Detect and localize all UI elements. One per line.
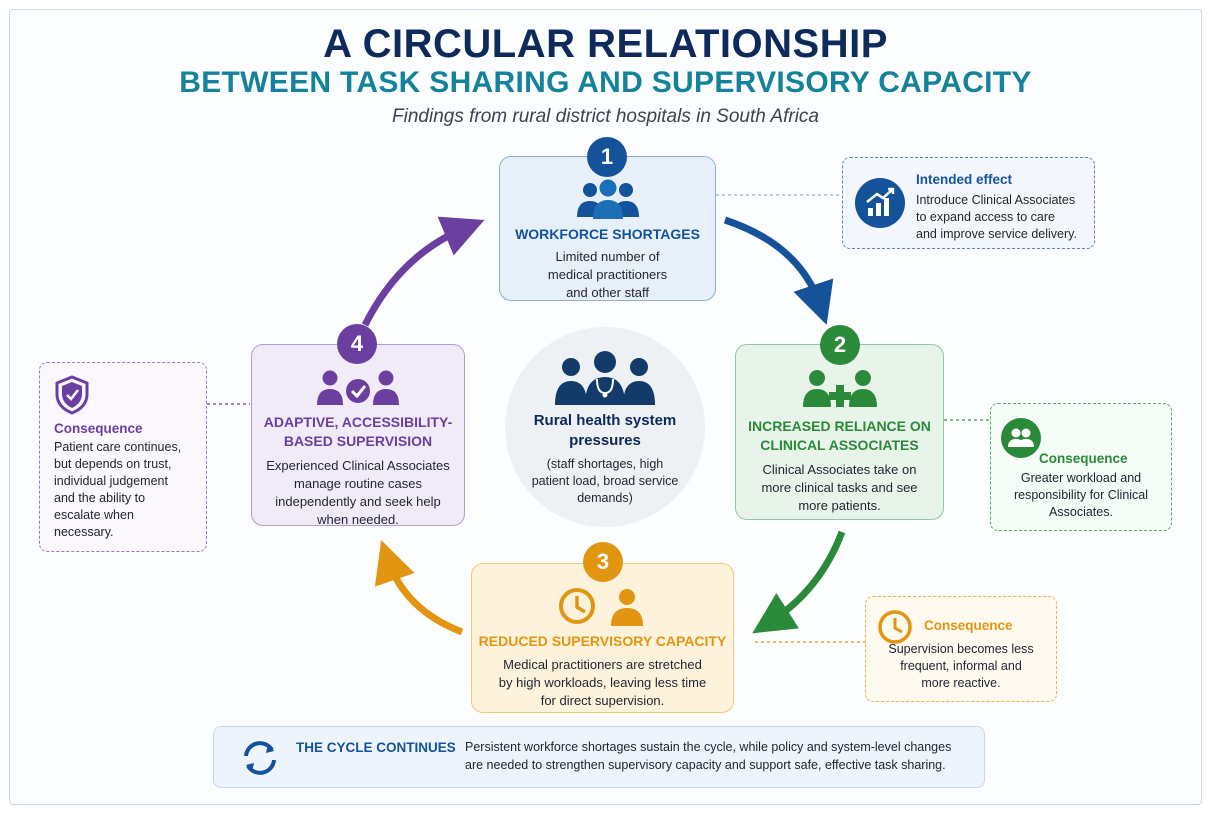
step-4-body-line: Experienced Clinical Associates: [266, 458, 450, 473]
intended-effect-note: Intended effect Introduce Clinical Assoc…: [842, 157, 1095, 249]
intended-effect-line: and improve service delivery.: [916, 227, 1077, 241]
step-4-heading-line: ADAPTIVE, ACCESSIBILITY-: [263, 414, 453, 430]
step-3-body-line: Medical practitioners are stretched: [503, 657, 702, 672]
cycle-arrows-icon: [238, 736, 282, 780]
step-4-body-line: independently and seek help: [275, 494, 441, 509]
title-line-1: A CIRCULAR RELATIONSHIP: [323, 22, 888, 66]
doctor-group-icon: [505, 349, 705, 405]
center-body-line: patient load, broad service: [531, 474, 679, 488]
step-1-workforce-shortages: WORKFORCE SHORTAGES Limited number of me…: [499, 156, 716, 301]
step-2-body-line: Clinical Associates take on: [762, 462, 917, 477]
people-icon: [1001, 418, 1041, 458]
arrow-2-to-3: [752, 530, 846, 634]
step-4-badge: 4: [337, 324, 377, 364]
center-body-line: demands): [577, 491, 633, 505]
step-2-increased-reliance: INCREASED RELIANCE ON CLINICAL ASSOCIATE…: [735, 344, 944, 520]
consequence-right-line: responsibility for Clinical: [1013, 488, 1149, 502]
shield-check-icon: [54, 375, 90, 415]
consequence-left-line: Patient care continues,: [54, 440, 182, 454]
consequence-bottom-line: more reactive.: [921, 676, 1001, 690]
clock-icon: [877, 609, 913, 645]
consequence-bottom-heading: Consequence: [924, 618, 1013, 633]
step-3-reduced-supervision: REDUCED SUPERVISORY CAPACITY Medical pra…: [471, 563, 734, 713]
intended-effect-line: Introduce Clinical Associates: [916, 193, 1076, 207]
consequence-left-line: and the ability to: [54, 491, 146, 505]
title-line-2: BETWEEN TASK SHARING AND SUPERVISORY CAP…: [179, 66, 1032, 99]
step-2-heading-line: INCREASED RELIANCE ON: [748, 418, 931, 434]
people-plus-icon: [736, 367, 943, 409]
people-group-icon: [500, 179, 715, 219]
step-4-body-line: manage routine cases: [294, 476, 422, 491]
consequence-left-line: but depends on trust,: [54, 457, 172, 471]
step-3-heading: REDUCED SUPERVISORY CAPACITY: [478, 633, 727, 649]
consequence-bottom-line: Supervision becomes less: [888, 642, 1034, 656]
step-4-adaptive-supervision: ADAPTIVE, ACCESSIBILITY- BASED SUPERVISI…: [251, 344, 465, 527]
cycle-text-line: Persistent workforce shortages sustain t…: [465, 740, 952, 754]
consequence-note-bottom: Consequence Supervision becomes less fre…: [865, 596, 1057, 702]
step-1-heading: WORKFORCE SHORTAGES: [515, 226, 700, 242]
people-check-icon: [252, 367, 464, 407]
arrow-4-to-1: [361, 216, 485, 327]
consequence-note-left: Consequence Patient care continues, but …: [39, 362, 207, 552]
consequence-note-right: Consequence Greater workload and respons…: [990, 403, 1172, 531]
step-1-body-line: Limited number of: [555, 249, 660, 264]
step-3-body-line: by high workloads, leaving less time: [498, 675, 707, 690]
step-2-body-line: more clinical tasks and see: [761, 480, 918, 495]
step-1-body-line: and other staff: [566, 285, 649, 300]
subtitle: Findings from rural district hospitals i…: [392, 106, 819, 127]
consequence-left-line: necessary.: [54, 525, 114, 539]
consequence-left-heading: Consequence: [54, 421, 143, 436]
consequence-right-line: Associates.: [1049, 505, 1113, 519]
intended-effect-line: to expand access to care: [916, 210, 1055, 224]
center-pressures: Rural health system pressures (staff sho…: [505, 327, 705, 527]
consequence-left-line: individual judgement: [54, 474, 168, 488]
center-heading-line: Rural health system: [533, 412, 677, 429]
step-4-body-line: when needed.: [317, 512, 399, 527]
step-2-badge: 2: [820, 325, 860, 365]
step-1-body-line: medical practitioners: [547, 267, 668, 282]
consequence-right-line: Greater workload and: [1020, 471, 1142, 485]
clock-person-icon: [472, 586, 733, 626]
arrow-1-to-2: [723, 216, 834, 325]
arrow-3-to-4: [374, 540, 464, 636]
intended-effect-heading: Intended effect: [916, 172, 1013, 187]
step-3-body-line: for direct supervision.: [540, 693, 665, 708]
cycle-continues-bar: THE CYCLE CONTINUES Persistent workforce…: [213, 726, 985, 788]
consequence-left-line: escalate when: [54, 508, 134, 522]
step-2-heading-line: CLINICAL ASSOCIATES: [760, 437, 919, 453]
step-1-badge: 1: [587, 137, 627, 177]
step-2-body-line: more patients.: [798, 498, 881, 513]
growth-chart-icon: [855, 178, 905, 228]
center-body-line: (staff shortages, high: [546, 457, 664, 471]
cycle-text-line: are needed to strengthen supervisory cap…: [465, 758, 946, 772]
step-4-heading-line: BASED SUPERVISION: [283, 433, 433, 449]
cycle-label: THE CYCLE CONTINUES: [296, 740, 456, 755]
step-3-badge: 3: [583, 542, 623, 582]
consequence-bottom-line: frequent, informal and: [900, 659, 1022, 673]
consequence-right-heading: Consequence: [1039, 451, 1128, 466]
center-heading-line: pressures: [569, 432, 641, 449]
